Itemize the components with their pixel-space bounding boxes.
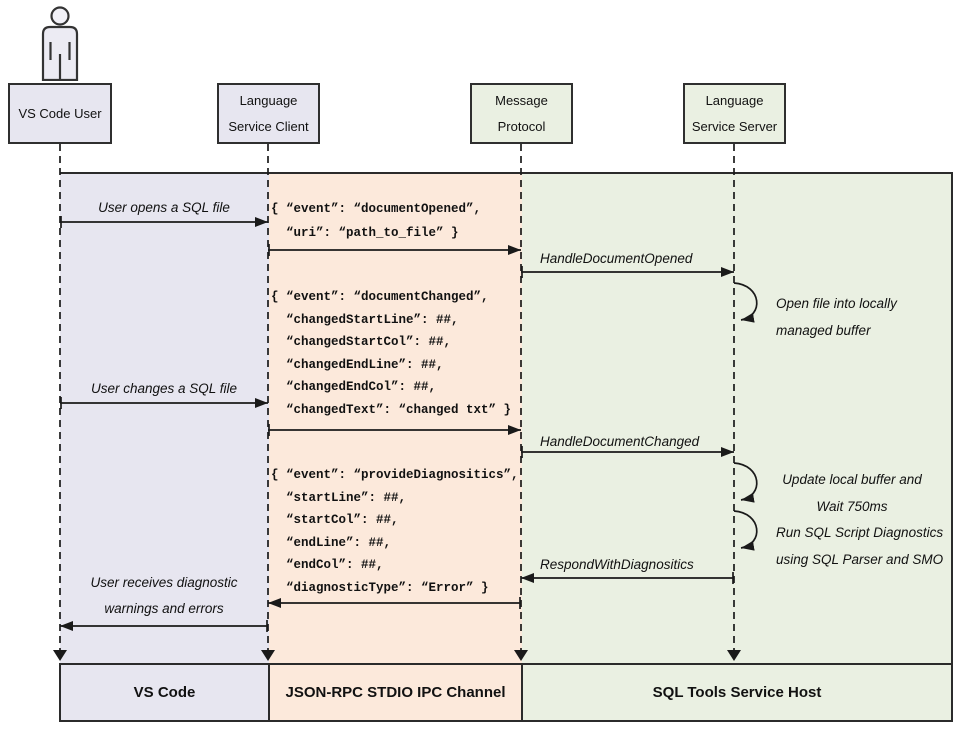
note-run-diagnostics: Run SQL Script Diagnostics using SQL Par… — [776, 525, 944, 567]
label-change-file: User changes a SQL file — [90, 381, 238, 396]
footer-box-vscode: VS Code — [59, 663, 270, 722]
footer-box-json-rpc-channel: JSON-RPC STDIO IPC Channel — [268, 663, 523, 722]
lane-ipc-channel — [269, 172, 522, 663]
note-open-buffer: Open file into locally managed buffer — [776, 296, 897, 338]
lane-vscode — [60, 172, 269, 663]
note-update-buffer: Update local buffer and Wait 750ms — [782, 472, 922, 514]
actor-box-message-protocol: Message Protocol — [470, 83, 573, 144]
label-respond-with-diagnostics: RespondWithDiagnositics — [540, 557, 694, 572]
actor-box-language-service-client: Language Service Client — [217, 83, 320, 144]
user-actor-icon — [41, 6, 79, 81]
payload-document-changed: { “event”: “documentChanged”, “changedSt… — [271, 290, 512, 417]
lane-service-host — [522, 172, 953, 663]
actor-box-vscode-user: VS Code User — [8, 83, 112, 144]
label-user-receives: User receives diagnostic warnings and er… — [90, 575, 238, 616]
payload-document-opened: { “event”: “documentOpened”, “uri”: “pat… — [271, 202, 482, 240]
label-handle-document-changed: HandleDocumentChanged — [540, 434, 700, 449]
label-handle-document-opened: HandleDocumentOpened — [540, 251, 693, 266]
label-open-file: User opens a SQL file — [98, 200, 230, 215]
actor-box-language-service-server: Language Service Server — [683, 83, 786, 144]
footer-box-sql-tools-service-host: SQL Tools Service Host — [521, 663, 953, 722]
payload-provide-diagnostics: { “event”: “provideDiagnositics”, “start… — [271, 468, 519, 595]
